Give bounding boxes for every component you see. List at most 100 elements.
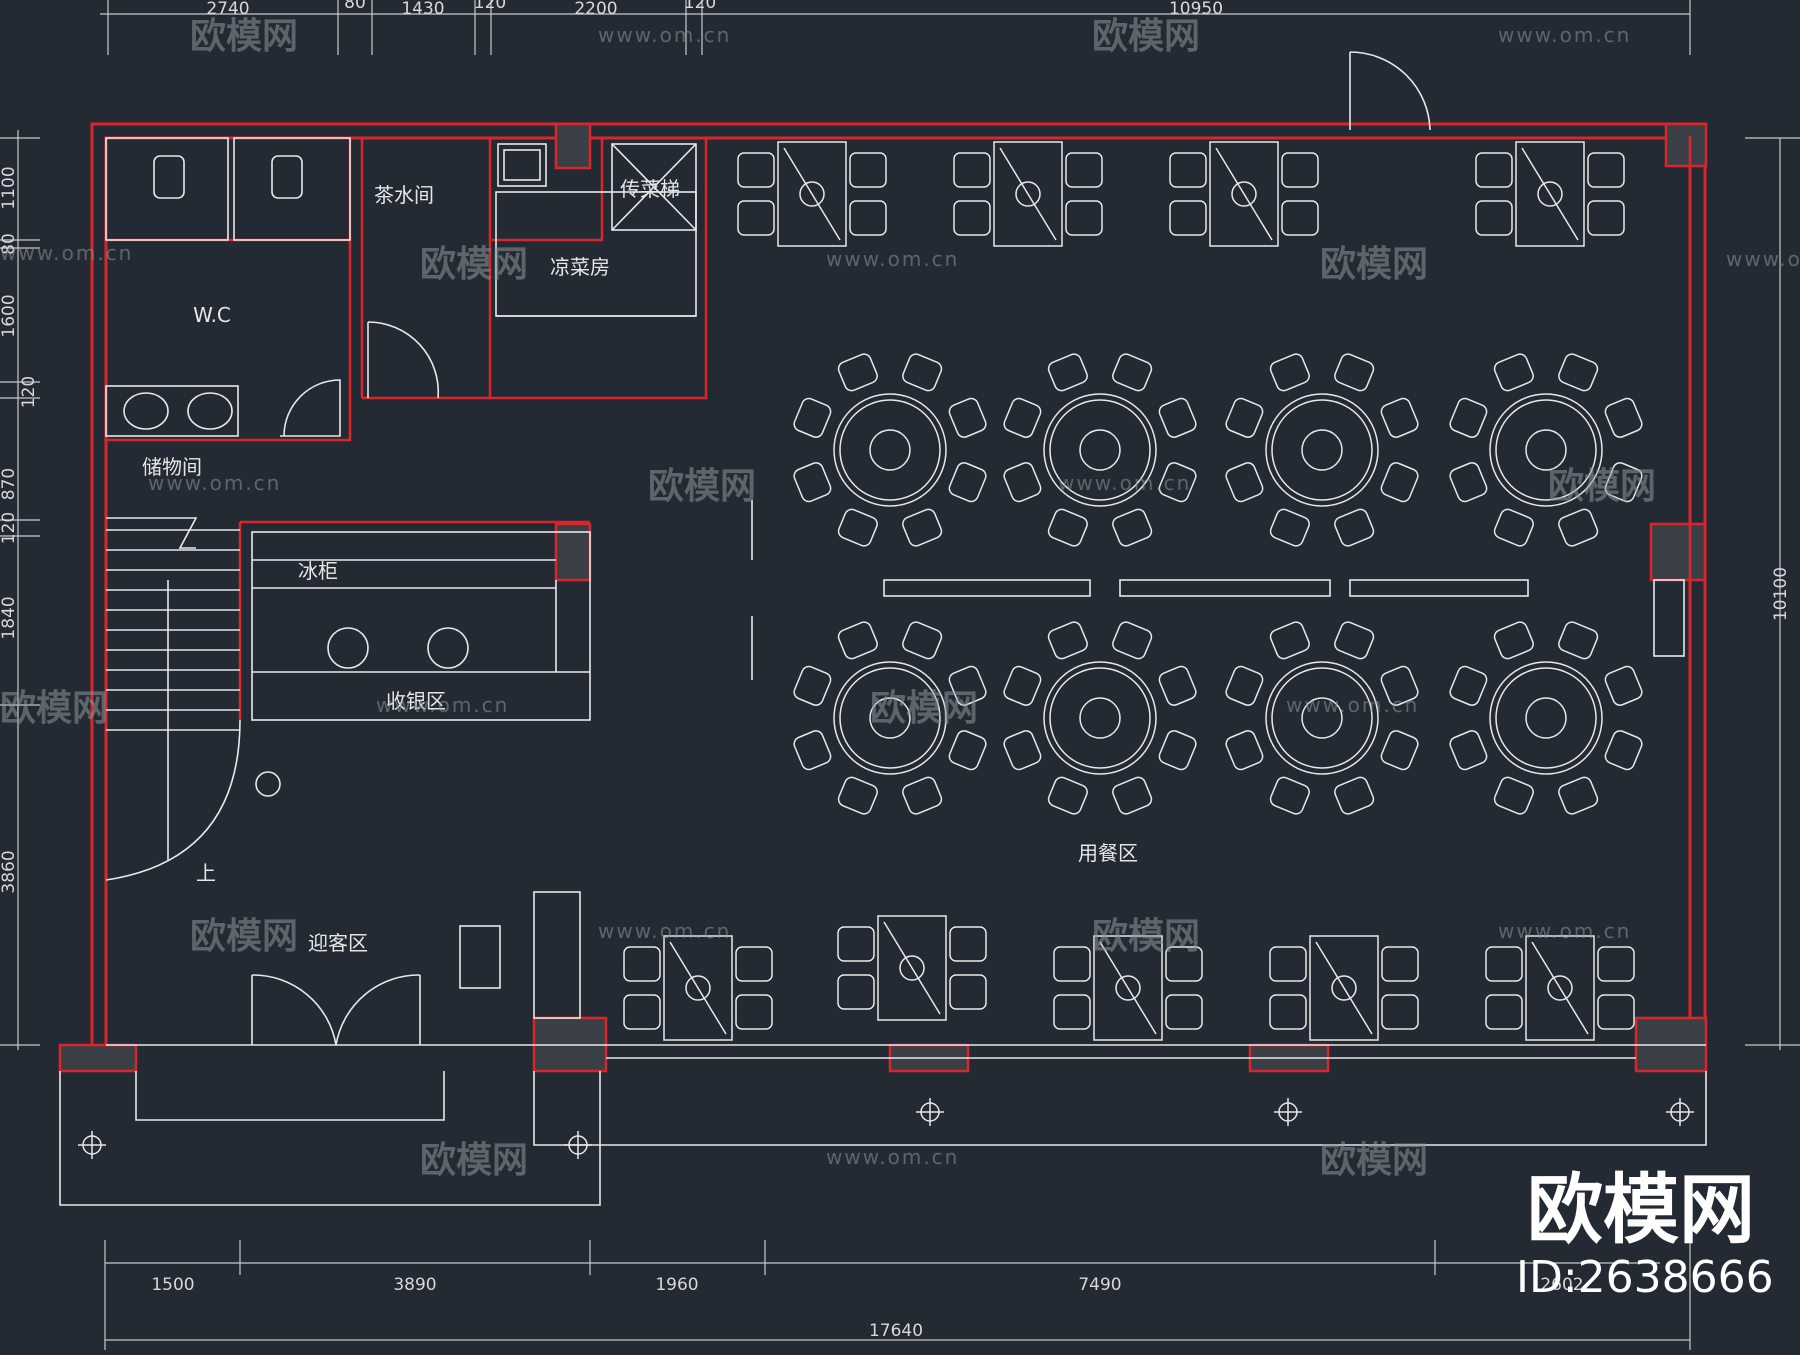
rect-table (663, 935, 733, 1041)
chair (1112, 776, 1153, 815)
watermark-url-3: www.om.cn (826, 247, 959, 271)
chair (837, 776, 878, 815)
chair (1269, 508, 1310, 547)
dimension-labels-bottom: 1500 3890 1960 7490 17640 2602 (151, 1275, 1583, 1341)
round-table-rim (1271, 667, 1373, 769)
chair (737, 152, 775, 188)
room-label-wc: W.C (193, 303, 231, 327)
watermark-logo-10: 欧模网 (1092, 916, 1200, 957)
chair (1449, 397, 1488, 438)
dim-top-4: 120 (474, 0, 506, 13)
chair (837, 974, 875, 1010)
dim-left-8: 3860 (0, 850, 19, 893)
chair (1485, 994, 1523, 1030)
chair (1493, 621, 1534, 660)
chair (1165, 994, 1203, 1030)
chair (1112, 508, 1153, 547)
dim-top-2: 80 (344, 0, 366, 13)
round-table (833, 661, 947, 775)
chair (1604, 462, 1643, 503)
chair (837, 926, 875, 962)
dimension-labels-top: 2740 80 1430 120 2200 120 10950 (206, 0, 1223, 19)
chair (1334, 508, 1375, 547)
chair (1485, 946, 1523, 982)
round-table-rim (1049, 667, 1151, 769)
chair (1053, 946, 1091, 982)
chair (793, 397, 832, 438)
chair (1158, 462, 1197, 503)
chair (837, 353, 878, 392)
chair (1558, 621, 1599, 660)
chair (1281, 200, 1319, 236)
chair (1053, 994, 1091, 1030)
watermark-logo-3: 欧模网 (420, 244, 528, 285)
lazy-susan (1301, 429, 1343, 471)
brand-id: ID:2638666 (1516, 1252, 1774, 1303)
dim-bottom-total: 17640 (869, 1321, 923, 1341)
chair (1449, 462, 1488, 503)
structural-columns (58, 122, 1708, 1073)
lazy-susan (1079, 697, 1121, 739)
table-glass-line (883, 921, 941, 1015)
chair (1604, 397, 1643, 438)
dim-top-6: 120 (684, 0, 716, 13)
watermark-logo-4: 欧模网 (1320, 244, 1428, 285)
chair (1158, 730, 1197, 771)
chair (837, 508, 878, 547)
chair (1158, 397, 1197, 438)
room-label-dining: 用餐区 (1078, 841, 1138, 865)
chair (953, 152, 991, 188)
chair (1604, 730, 1643, 771)
chair (948, 665, 987, 706)
chair (793, 462, 832, 503)
table-glass-line (1315, 941, 1373, 1035)
lazy-susan (1525, 697, 1567, 739)
watermark-logo-8: 欧模网 (870, 688, 978, 729)
chair (1065, 152, 1103, 188)
chair (1449, 730, 1488, 771)
dim-top-3: 1430 (401, 0, 444, 19)
watermark-logo-9: 欧模网 (190, 916, 298, 957)
table-glass-line (999, 147, 1057, 241)
rect-table (1525, 935, 1595, 1041)
table-glass-line (1215, 147, 1273, 241)
watermark-url-8: www.om.cn (1286, 693, 1419, 717)
round-table-rim (839, 399, 941, 501)
chair (1169, 200, 1207, 236)
table-centerpiece (1537, 181, 1563, 207)
dim-left-2: 80 (0, 233, 19, 255)
round-table (1043, 661, 1157, 775)
watermark-logo-2: 欧模网 (1092, 16, 1200, 57)
chair (948, 462, 987, 503)
dim-left-5: 870 (0, 468, 19, 500)
chair (949, 926, 987, 962)
table-centerpiece (1547, 975, 1573, 1001)
chair (1380, 462, 1419, 503)
chair (902, 621, 943, 660)
table-centerpiece (685, 975, 711, 1001)
chair (1225, 730, 1264, 771)
chair (735, 946, 773, 982)
chair (949, 974, 987, 1010)
chair (1269, 621, 1310, 660)
rect-table (1515, 141, 1585, 247)
chair (902, 508, 943, 547)
rect-table (993, 141, 1063, 247)
chair (1225, 665, 1264, 706)
chair (1047, 508, 1088, 547)
brand-logo: 欧模网 (1527, 1165, 1755, 1254)
dim-top-7: 10950 (1169, 0, 1223, 19)
watermark-logo-6: 欧模网 (1548, 466, 1656, 507)
brand-watermark: 欧模网 ID:2638666 (1516, 1165, 1774, 1304)
dim-left-3: 1600 (0, 294, 19, 337)
dim-left-4: 120 (19, 376, 39, 408)
chair (1047, 353, 1088, 392)
table-glass-line (783, 147, 841, 241)
room-label-cashier: 收银区 (386, 689, 446, 713)
rect-table (777, 141, 847, 247)
chair (1225, 462, 1264, 503)
dim-top-5: 2200 (574, 0, 617, 19)
round-table-rim (839, 667, 941, 769)
